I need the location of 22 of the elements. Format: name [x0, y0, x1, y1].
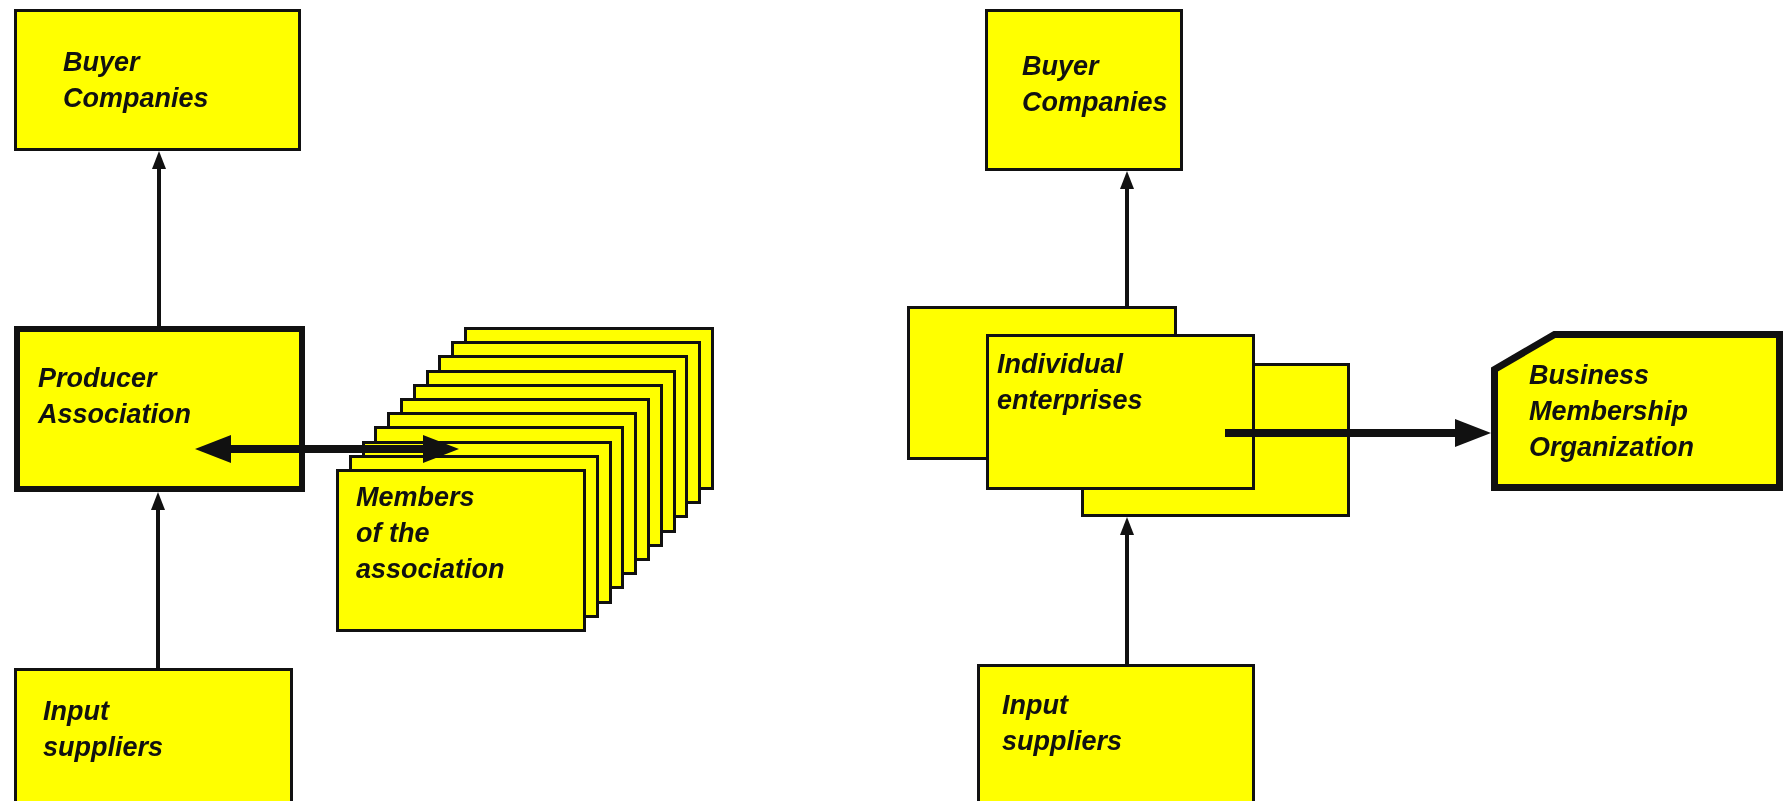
- node-label: Individual enterprises: [997, 348, 1144, 417]
- node-label: Producer Association: [38, 362, 193, 431]
- arrow: [195, 435, 459, 463]
- process-box: [14, 9, 301, 151]
- node-label: Buyer Companies: [63, 46, 210, 115]
- stacked-cards: [336, 327, 713, 632]
- organization-box: [1491, 331, 1783, 491]
- process-box: [977, 664, 1255, 801]
- node-label: Members of the association: [356, 481, 506, 586]
- stacked-cards: [907, 306, 1350, 517]
- process-box: [14, 326, 305, 492]
- arrow: [1120, 517, 1134, 664]
- arrow: [151, 492, 165, 668]
- arrow: [1225, 419, 1491, 447]
- arrow: [152, 151, 166, 326]
- node-label: Business Membership Organization: [1529, 359, 1695, 464]
- node-label: Buyer Companies: [1022, 50, 1169, 119]
- process-box: [985, 9, 1183, 171]
- process-box: [14, 668, 293, 801]
- node-label: Input suppliers: [1002, 689, 1124, 758]
- node-label: Input suppliers: [43, 695, 165, 764]
- arrow: [1120, 171, 1134, 306]
